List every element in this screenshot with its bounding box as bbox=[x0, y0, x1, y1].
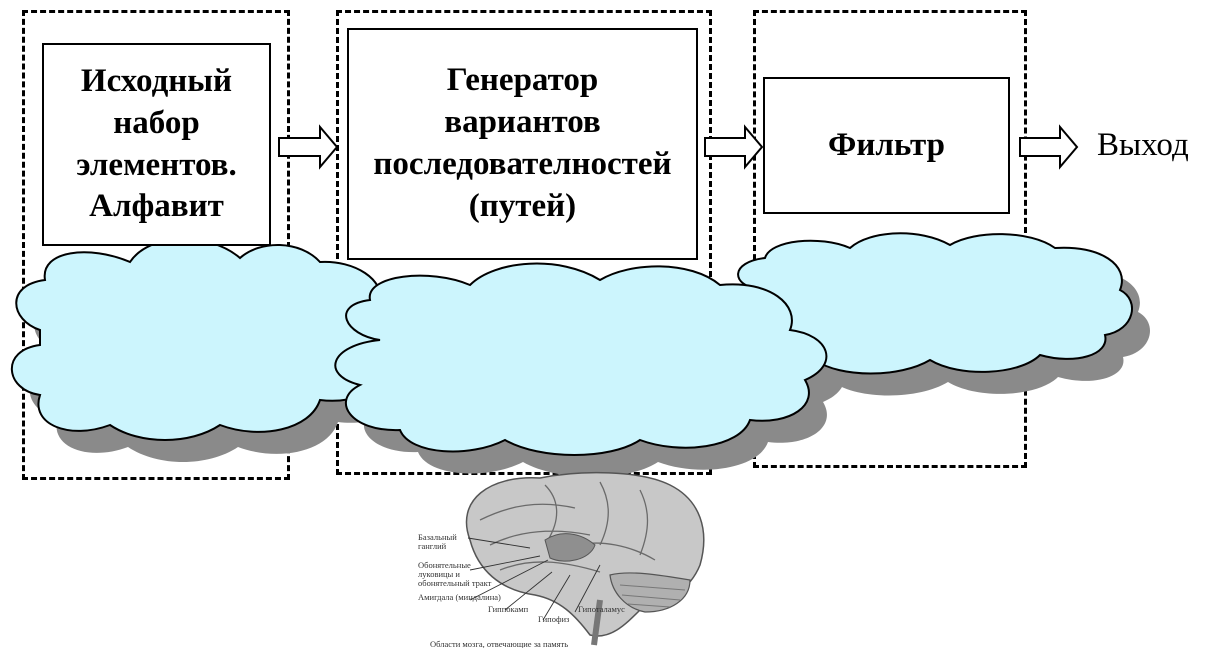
label-pituitary: Гипофиз bbox=[538, 614, 570, 624]
label-hypothalamus: Гипоталамус bbox=[578, 604, 625, 614]
generator-block: Генератор вариантов последователностей (… bbox=[347, 28, 698, 260]
filter-block: Фильтр bbox=[763, 77, 1010, 214]
output-label: Выход bbox=[1097, 127, 1189, 163]
group-frame-generator bbox=[336, 10, 712, 475]
alphabet-block: Исходный набор элементов. Алфавит bbox=[42, 43, 271, 246]
filter-block-label: Фильтр bbox=[827, 126, 946, 163]
label-amygdala: Амигдала (миндалина) bbox=[418, 592, 501, 602]
brain-image bbox=[465, 471, 705, 646]
alphabet-block-label: Исходный набор элементов. Алфавит bbox=[76, 62, 237, 225]
label-hippocampus: Гиппокамп bbox=[488, 604, 529, 614]
generator-block-label: Генератор вариантов последователностей (… bbox=[373, 62, 672, 224]
brain-caption: Области мозга, отвечающие за память bbox=[430, 639, 568, 648]
